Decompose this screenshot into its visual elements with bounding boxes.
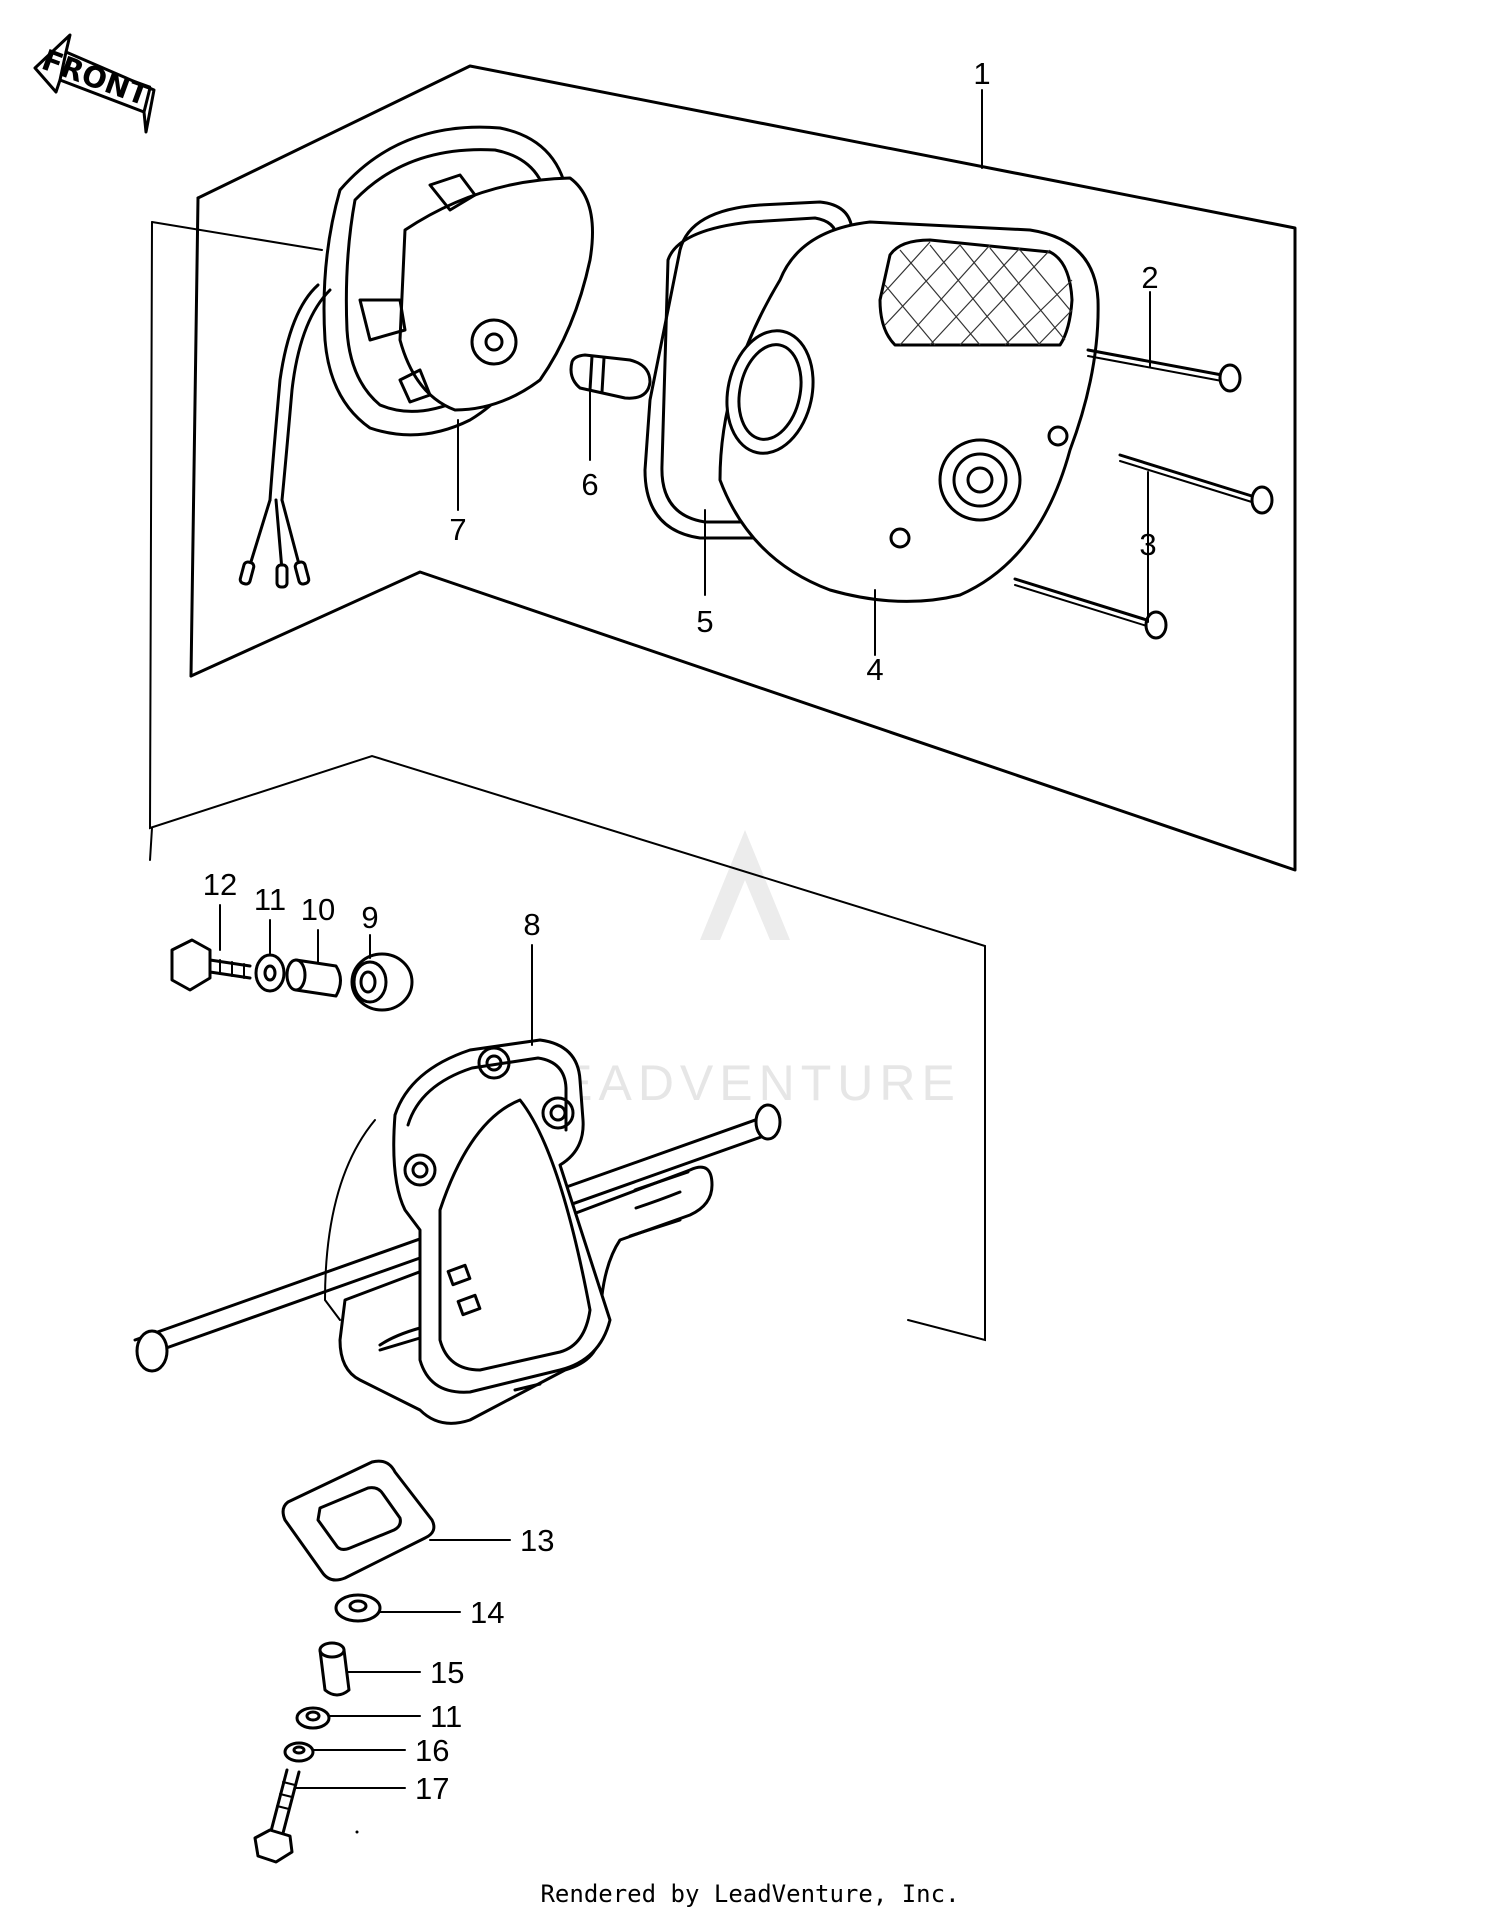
- callout-16: 16: [415, 1733, 449, 1768]
- part-17-bolt: [253, 1768, 301, 1864]
- stray-dot: [355, 1830, 359, 1834]
- part-9-grommet: [350, 952, 414, 1012]
- part-12-bolt: [170, 938, 252, 992]
- part-2-screw: [1086, 348, 1242, 393]
- callout-13: 13: [520, 1523, 554, 1558]
- callout-14: 14: [470, 1595, 504, 1630]
- part-16-washer: [283, 1741, 315, 1763]
- part-15-collar: [318, 1641, 351, 1697]
- part-14-washer: [334, 1593, 382, 1623]
- lower-bracket-panel: [149, 827, 153, 861]
- callout-5: 5: [696, 604, 713, 639]
- callout-8: 8: [523, 907, 540, 942]
- callout-4: 4: [866, 652, 883, 687]
- callout-9: 9: [361, 900, 378, 935]
- callout-10: 10: [301, 892, 335, 927]
- watermark: EADVENTURE: [559, 830, 961, 1111]
- callout-3: 3: [1139, 527, 1156, 562]
- callout-1: 1: [973, 56, 990, 91]
- part-11-washer: [254, 953, 286, 993]
- callout-11-lower: 11: [430, 1699, 462, 1734]
- callout-6: 6: [581, 467, 598, 502]
- callout-labels: 1 2 3 4 5 6 7 8 9 10 11 12 13 14 15 11 1…: [203, 56, 1159, 1806]
- part-6-bulb: [569, 353, 652, 400]
- part-8-license-bracket: [133, 1038, 782, 1425]
- callout-7: 7: [449, 512, 466, 547]
- part-4-tail-lens: [718, 220, 1100, 603]
- part-3-screw-upper: [1118, 453, 1274, 515]
- front-label: FRONT: [38, 43, 154, 113]
- callout-11-upper: 11: [254, 882, 286, 917]
- watermark-text: EADVENTURE: [559, 1055, 961, 1111]
- part-10-collar: [285, 958, 342, 998]
- callout-12: 12: [203, 867, 237, 902]
- part-11-washer-lower: [295, 1706, 331, 1730]
- leader-lines: [219, 89, 1151, 1789]
- callout-15: 15: [430, 1655, 464, 1690]
- callout-17: 17: [415, 1771, 449, 1806]
- part-7-lamp-housing: [238, 125, 594, 589]
- lens-reflector-hatching: [881, 241, 1073, 346]
- front-direction-arrow: FRONT: [33, 33, 156, 134]
- part-3-screw-lower: [1013, 577, 1168, 640]
- callout-2: 2: [1141, 260, 1158, 295]
- upper-assembly-panel: [148, 64, 1297, 1342]
- part-13-gasket: [281, 1459, 436, 1582]
- footer-credit: Rendered by LeadVenture, Inc.: [540, 1880, 960, 1908]
